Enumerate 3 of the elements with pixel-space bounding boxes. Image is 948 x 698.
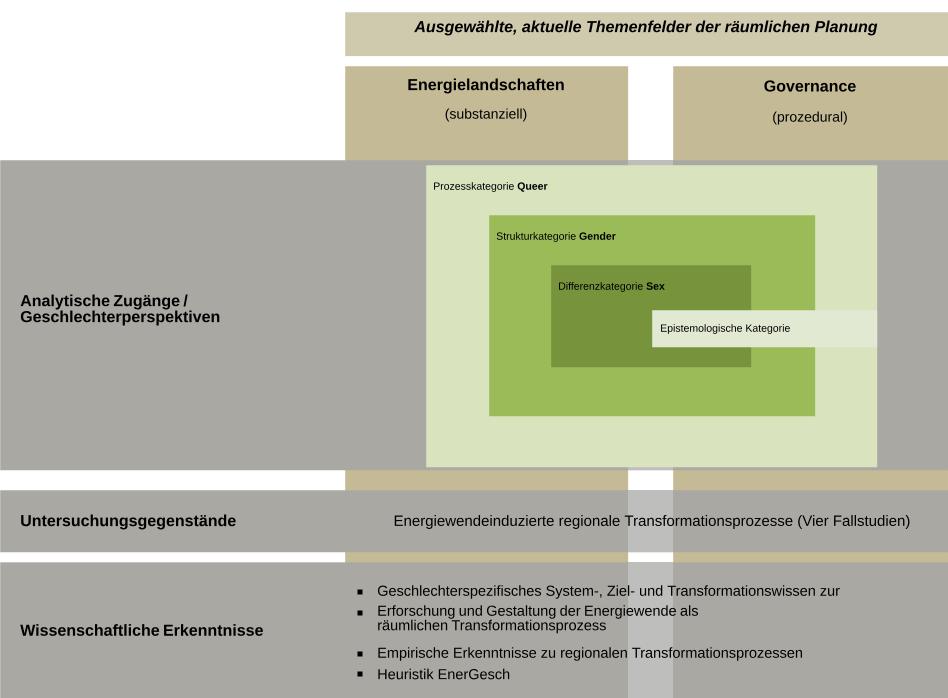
- bullet-item: Heuristik EnerGesch: [358, 668, 510, 680]
- header-band: Ausgewählte, aktuelle Themenfelder der räumlichen Planung: [345, 12, 948, 56]
- category-band: Epistemologische Kategorie: [652, 310, 878, 348]
